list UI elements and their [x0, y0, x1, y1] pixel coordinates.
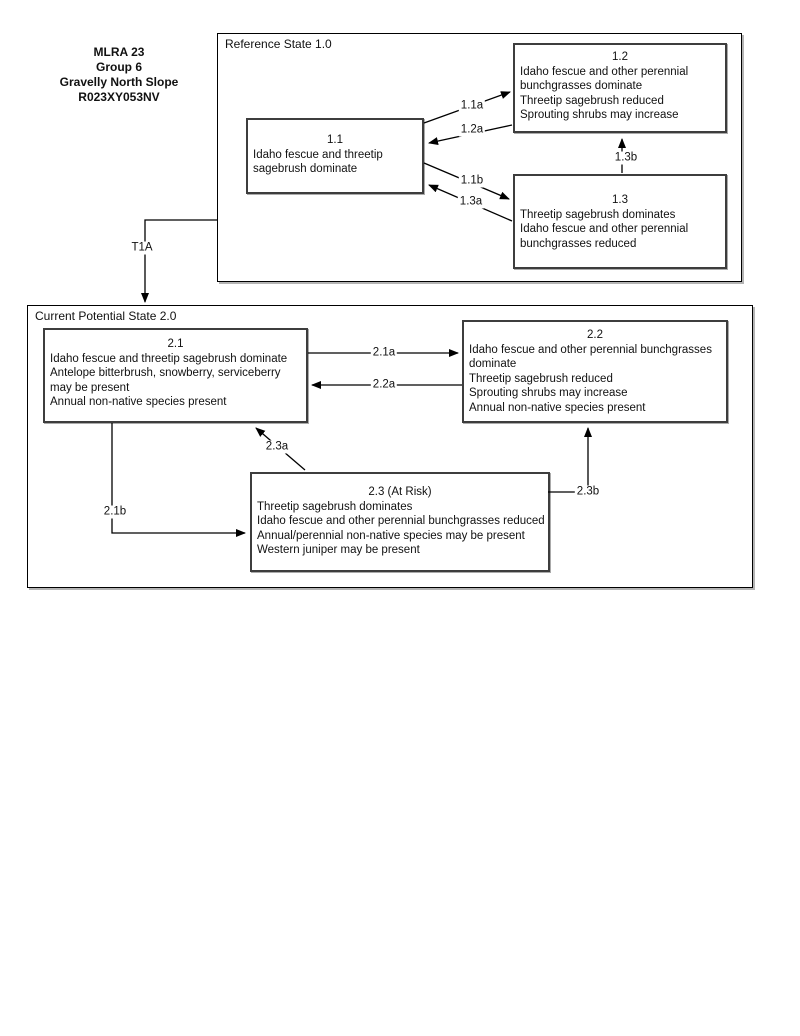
pathway-label-2-2a: 2.2a	[370, 378, 398, 392]
community-line: dominate	[469, 358, 517, 370]
community-line: Idaho fescue and threetip	[253, 148, 383, 161]
pathway-label-1-2a: 1.2a	[458, 123, 486, 137]
community-line: Idaho fescue and other perennial	[520, 65, 689, 78]
community-title-2-2: 2.2	[587, 329, 603, 341]
pathway-label-1-3a: 1.3a	[457, 195, 485, 209]
pathway-label-1-1b: 1.1b	[458, 174, 486, 188]
transition-arrow-t1a	[141, 219, 217, 303]
pathway-label-2-3b: 2.3b	[574, 485, 602, 499]
pathway-arrow-2-3b	[548, 427, 592, 493]
community-title-2-1: 2.1	[167, 338, 184, 350]
pathway-arrow-2-1b	[111, 423, 246, 537]
community-box-1-3: 1.3 Threetip sagebrush dominates Idaho f…	[513, 174, 727, 269]
header-line-group: Group 6	[95, 60, 142, 74]
community-line: Threetip sagebrush dominates	[257, 500, 413, 513]
header-line-site-name: Gravelly North Slope	[59, 75, 179, 89]
pathway-label-1-1a: 1.1a	[458, 99, 486, 113]
community-title-1-3: 1.3	[612, 194, 628, 206]
community-line: Annual non-native species present	[50, 396, 227, 408]
community-line: Threetip sagebrush reduced	[520, 94, 664, 107]
community-line: Western juniper may be present	[257, 544, 420, 556]
pathway-label-1-3b: 1.3b	[612, 151, 640, 165]
community-line: may be present	[50, 381, 130, 394]
community-box-1-1: 1.1 Idaho fescue and threetip sagebrush …	[246, 118, 424, 194]
community-box-1-2: 1.2 Idaho fescue and other perennial bun…	[513, 43, 727, 133]
header-line-site-id: R023XY053NV	[78, 90, 160, 104]
community-line: Idaho fescue and other perennial	[520, 223, 689, 235]
community-title-2-3: 2.3 (At Risk)	[368, 486, 432, 498]
community-line: bunchgrasses dominate	[520, 80, 643, 92]
transition-label-t1a: T1A	[129, 241, 155, 255]
header-line-mlra: MLRA 23	[93, 45, 145, 59]
community-line: Idaho fescue and other perennial bunchgr…	[257, 515, 545, 527]
community-box-2-3: 2.3 (At Risk) Threetip sagebrush dominat…	[250, 472, 550, 572]
state-label-current-potential: Current Potential State 2.0	[35, 309, 177, 323]
community-line: Threetip sagebrush dominates	[520, 208, 676, 221]
community-title-1-1: 1.1	[327, 134, 343, 146]
pathway-label-2-1b: 2.1b	[101, 505, 129, 519]
community-box-2-1: 2.1 Idaho fescue and threetip sagebrush …	[43, 328, 308, 423]
pathway-label-2-1a: 2.1a	[370, 346, 398, 360]
community-line: bunchgrasses reduced	[520, 237, 637, 250]
community-line: Idaho fescue and other perennial bunchgr…	[469, 343, 712, 356]
community-title-1-2: 1.2	[612, 51, 628, 63]
community-line: Sprouting shrubs may increase	[469, 387, 628, 399]
pathway-label-2-3a: 2.3a	[263, 440, 291, 454]
community-line: Antelope bitterbrush, snowberry, service…	[50, 367, 281, 379]
community-line: Idaho fescue and threetip sagebrush domi…	[50, 352, 288, 365]
state-label-reference: Reference State 1.0	[225, 37, 332, 51]
community-line: Annual non-native species present	[469, 401, 646, 414]
diagram-header: MLRA 23 Group 6 Gravelly North Slope R02…	[39, 45, 199, 105]
community-line: Sprouting shrubs may increase	[520, 109, 679, 121]
community-line: Threetip sagebrush reduced	[469, 372, 613, 385]
community-line: sagebrush dominate	[253, 163, 358, 175]
community-line: Annual/perennial non-native species may …	[257, 529, 525, 542]
community-box-2-2: 2.2 Idaho fescue and other perennial bun…	[462, 320, 728, 423]
